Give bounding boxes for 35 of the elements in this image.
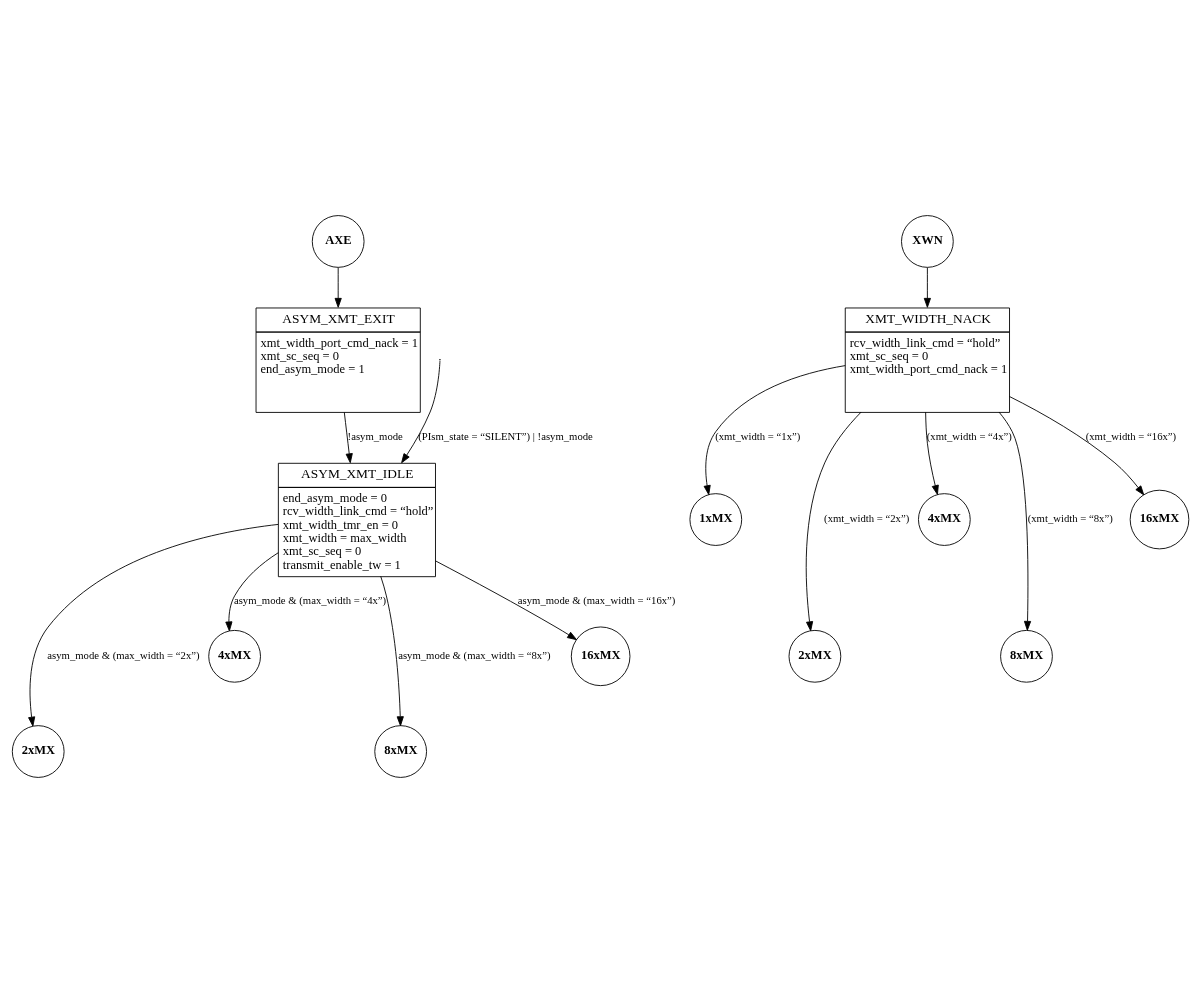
node-circle: AXE — [311, 215, 365, 268]
arrow — [805, 411, 862, 632]
edge-label: (xmt_width = “1x”) — [715, 430, 801, 443]
arrow — [925, 411, 939, 495]
edge-label: asym_mode & (max_width = “16x”) — [517, 594, 676, 607]
arrow — [334, 267, 342, 308]
arrow — [923, 267, 931, 308]
edge-label: asym_mode & (max_width = “8x”) — [398, 649, 551, 662]
node-circle: 8xMX — [374, 725, 427, 778]
node-circle: 8xMX — [1000, 629, 1053, 683]
node-circle: XWN — [901, 215, 954, 268]
node-circle: 2xMX — [788, 629, 842, 683]
arrow — [703, 365, 846, 495]
arrow — [401, 360, 441, 464]
edge-label: (xmt_width = “4x”) — [926, 430, 1012, 443]
node-circle: 1xMX — [689, 493, 743, 546]
edge-label: (xmt_width = “2x”) — [824, 512, 910, 525]
edge-label: asym_mode & (max_width = “4x”) — [233, 594, 387, 607]
edge-label: (xmt_width = “8x”) — [1027, 512, 1113, 525]
edge-label: (xmt_width = “16x”) — [1085, 430, 1177, 443]
edge-label: !asym_mode — [347, 430, 403, 443]
arrow — [343, 411, 353, 464]
arrow — [225, 552, 279, 632]
node-circle: 16xMX — [570, 626, 631, 687]
arrow — [998, 411, 1032, 631]
node-circle: 4xMX — [208, 629, 261, 683]
arrow — [28, 523, 279, 727]
node-circle: 2xMX — [11, 725, 65, 778]
node-circle: 16xMX — [1129, 489, 1190, 550]
arrow — [1009, 396, 1145, 496]
edge-label: asym_mode & (max_width = “2x”) — [47, 649, 200, 662]
arrow — [380, 575, 404, 727]
arrow — [435, 560, 577, 641]
node-circle: 4xMX — [918, 493, 971, 546]
edge-label: (PIsm_state = “SILENT”) | !asym_mode — [418, 430, 593, 443]
